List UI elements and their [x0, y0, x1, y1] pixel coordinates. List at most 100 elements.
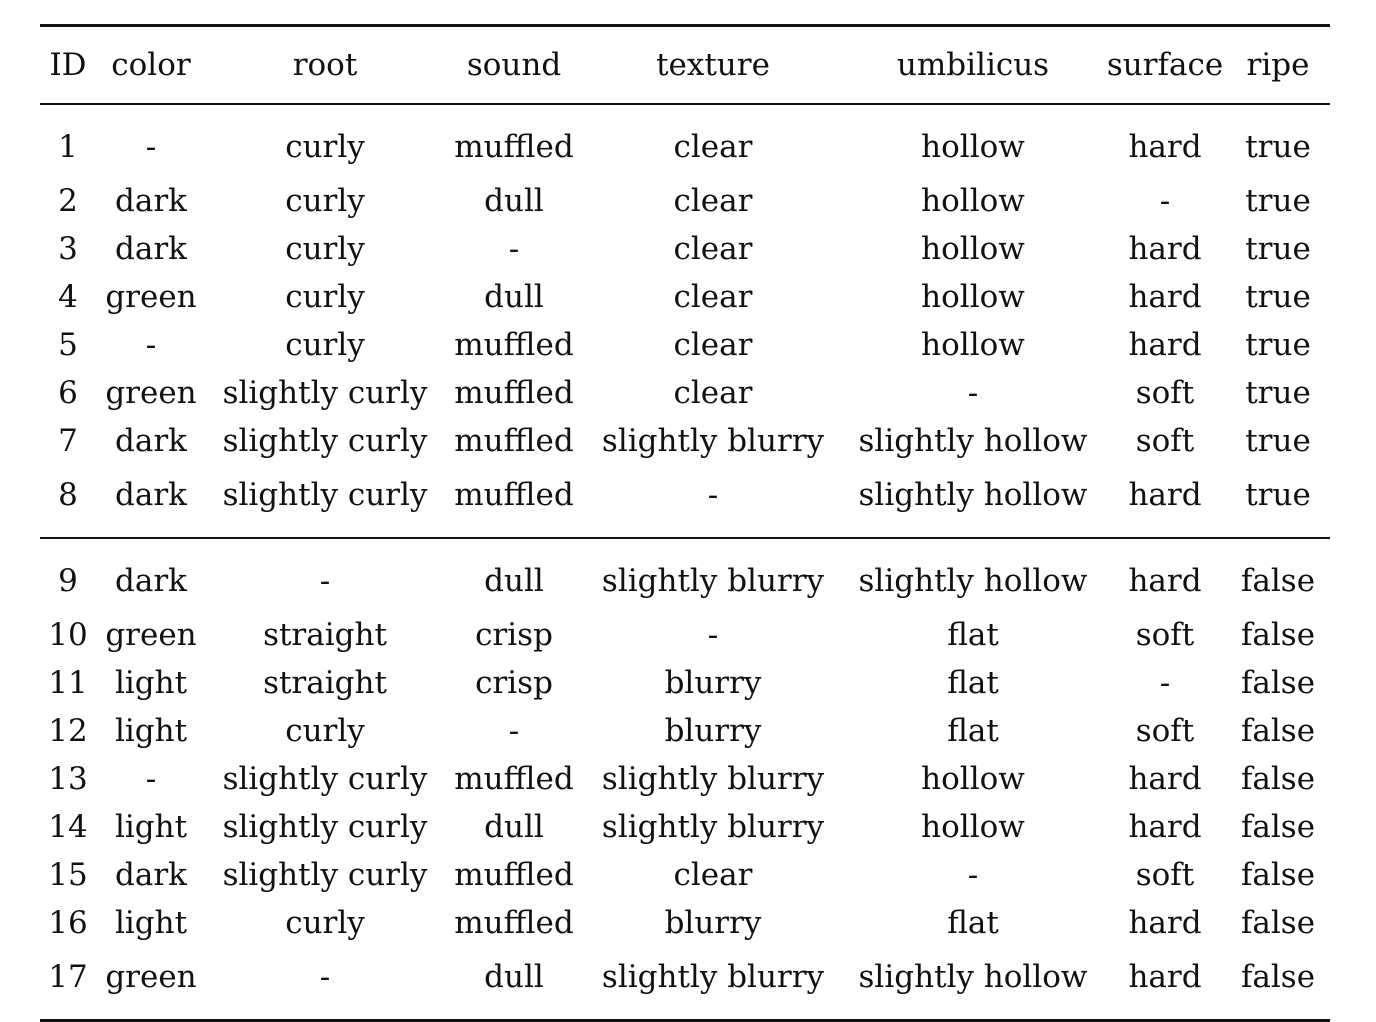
cell-id: 16: [48, 905, 88, 941]
cell-umbilicus: flat: [947, 617, 999, 653]
cell-texture: clear: [673, 279, 753, 315]
cell-sound: muffled: [454, 761, 574, 797]
cell-id: 15: [48, 857, 88, 893]
cell-umbilicus: hollow: [921, 183, 1025, 219]
cell-surface: hard: [1128, 327, 1202, 363]
cell-id: 1: [58, 129, 78, 165]
header-surface: surface: [1104, 25, 1226, 105]
header-root: root: [206, 25, 444, 105]
cell-color: -: [145, 761, 157, 797]
cell-root: -: [206, 537, 444, 611]
cell-texture: blurry: [664, 713, 762, 749]
cell-id: 3: [58, 231, 78, 267]
cell-surface: hard: [1104, 537, 1226, 611]
cell-sound: crisp: [475, 617, 553, 653]
cell-ripe: false: [1240, 617, 1316, 653]
cell-root: straight: [263, 665, 387, 701]
cell-texture: clear: [673, 857, 753, 893]
cell-texture: slightly blurry: [601, 809, 825, 845]
cell-surface: -: [1159, 183, 1171, 219]
cell-sound: muffled: [454, 477, 574, 513]
cell-surface: hard: [1128, 129, 1202, 165]
cell-color: dark: [115, 231, 187, 267]
cell-ripe: true: [1245, 327, 1311, 363]
cell-umbilicus: flat: [947, 665, 999, 701]
cell-root: curly: [285, 327, 365, 363]
cell-umbilicus: hollow: [921, 129, 1025, 165]
cell-color: light: [114, 713, 188, 749]
cell-surface: hard: [1128, 905, 1202, 941]
cell-umbilicus: slightly hollow: [842, 537, 1104, 611]
cell-umbilicus: -: [967, 375, 979, 411]
cell-sound: dull: [484, 279, 544, 315]
cell-sound: dull: [484, 809, 544, 845]
cell-umbilicus: -: [967, 857, 979, 893]
cell-texture: clear: [673, 327, 753, 363]
cell-root: slightly curly: [222, 477, 428, 513]
cell-root: curly: [285, 713, 365, 749]
cell-ripe: false: [1240, 857, 1316, 893]
header-id: ID: [40, 25, 96, 105]
cell-sound: muffled: [454, 857, 574, 893]
cell-texture: blurry: [664, 665, 762, 701]
cell-root: curly: [285, 279, 365, 315]
cell-color: -: [145, 129, 157, 165]
cell-umbilicus: slightly hollow: [858, 423, 1088, 459]
cell-color: -: [145, 327, 157, 363]
cell-texture: slightly blurry: [584, 537, 842, 611]
cell-sound: muffled: [454, 327, 574, 363]
cell-sound: -: [508, 713, 520, 749]
cell-id: 8: [58, 477, 78, 513]
cell-texture: slightly blurry: [601, 959, 825, 995]
cell-ripe: false: [1226, 537, 1330, 611]
cell-id: 14: [48, 809, 88, 845]
header-color: color: [96, 25, 206, 105]
cell-color: green: [105, 279, 197, 315]
cell-texture: clear: [673, 183, 753, 219]
cell-ripe: false: [1240, 665, 1316, 701]
cell-texture: -: [707, 477, 719, 513]
cell-umbilicus: slightly hollow: [858, 477, 1088, 513]
cell-surface: hard: [1128, 959, 1202, 995]
cell-id: 5: [58, 327, 78, 363]
cell-umbilicus: flat: [947, 713, 999, 749]
cell-ripe: true: [1245, 129, 1311, 165]
cell-umbilicus: hollow: [921, 761, 1025, 797]
header-umbilicus: umbilicus: [842, 25, 1104, 105]
cell-ripe: true: [1245, 183, 1311, 219]
cell-color: dark: [115, 423, 187, 459]
cell-root: curly: [285, 231, 365, 267]
cell-surface: -: [1159, 665, 1171, 701]
cell-ripe: false: [1240, 809, 1316, 845]
cell-surface: hard: [1128, 809, 1202, 845]
cell-id: 17: [48, 959, 88, 995]
cell-root: curly: [285, 183, 365, 219]
cell-ripe: false: [1240, 713, 1316, 749]
cell-root: -: [319, 959, 331, 995]
cell-sound: muffled: [454, 905, 574, 941]
cell-sound: dull: [484, 959, 544, 995]
cell-color: dark: [115, 183, 187, 219]
cell-color: light: [114, 905, 188, 941]
cell-color: dark: [115, 857, 187, 893]
cell-ripe: true: [1245, 375, 1311, 411]
cell-sound: -: [508, 231, 520, 267]
cell-color: green: [105, 375, 197, 411]
cell-umbilicus: hollow: [921, 327, 1025, 363]
cell-surface: hard: [1128, 231, 1202, 267]
